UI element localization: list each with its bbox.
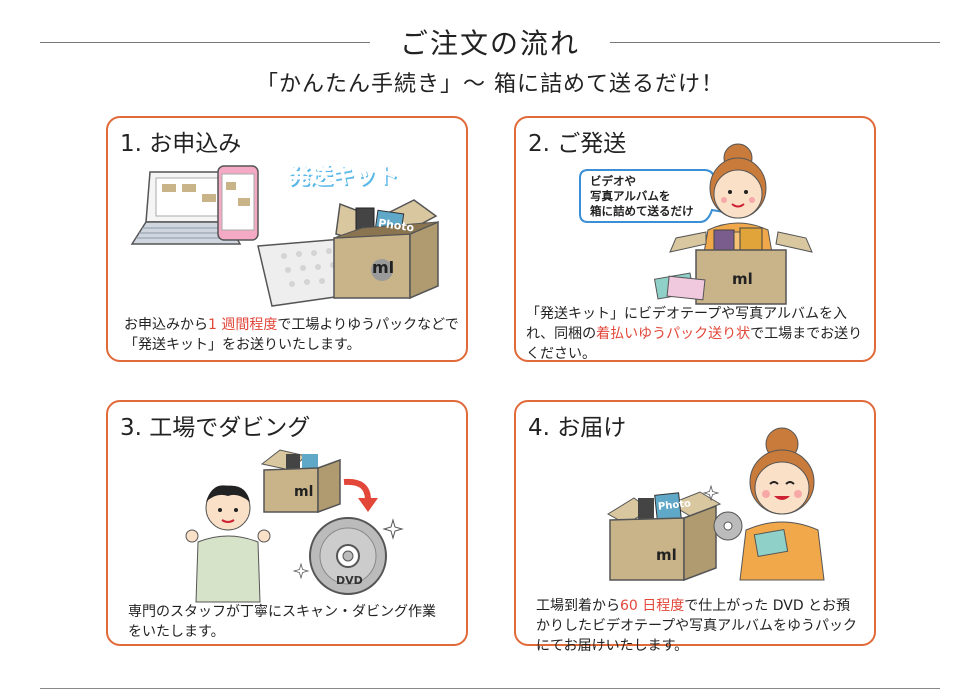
sparkle-icon	[702, 484, 720, 502]
laptop-icon	[130, 171, 242, 245]
step-title-1: 1. お申込み	[120, 131, 242, 157]
step-title-2: 2. ご発送	[528, 131, 627, 157]
speech-bubble-text: ビデオや 写真アルバムを 箱に詰めて送るだけ	[590, 174, 694, 218]
step-desc-2-pre: 「発送キット」にビデオテープや写真アルバムを入れ、同梱の	[526, 306, 848, 342]
page-title: ご注文の流れ	[399, 27, 580, 60]
title-row: ご注文の流れ	[40, 22, 940, 62]
step-card-3: 3. 工場でダビング ml DVD 専門のスタッフが丁寧にスキャン・ダビング作業…	[106, 400, 468, 646]
smartphone-icon	[217, 165, 259, 241]
sparkle-icon	[382, 518, 404, 540]
staff-man-illustration	[185, 485, 271, 603]
kit-label: 発送キット	[287, 164, 399, 190]
shipping-box-icon	[333, 199, 439, 300]
step-title-4: 4. お届け	[528, 415, 627, 441]
step-card-4: 4. お届け Photo ml 工場到着から60 日程度で仕上がった DVD と…	[514, 400, 876, 654]
box-logo-2: ml	[732, 270, 753, 288]
title-divider-right	[610, 42, 940, 43]
dvd-disc-icon	[309, 517, 387, 595]
page-subtitle: 「かんたん手続き」～ 箱に詰めて送るだけ！	[256, 72, 724, 97]
step-desc-2: 「発送キット」にビデオテープや写真アルバムを入れ、同梱の着払いゆうパック送り状で…	[526, 304, 872, 364]
step-desc-4-highlight: 60 日程度	[620, 598, 685, 614]
step-desc-4: 工場到着から60 日程度で仕上がった DVD とお預かりしたビデオテープや写真ア…	[536, 596, 864, 656]
dvd-label: DVD	[336, 574, 363, 587]
step-desc-1-post: で工場よりゆうパックなどで「発送キット」をお送りいたします。	[124, 317, 459, 353]
step-card-2: 2. ご発送 ビデオや 写真アルバムを 箱に詰めて送るだけ ml 「発送キット」…	[514, 116, 876, 362]
box-logo-3: ml	[294, 484, 314, 500]
packing-box-icon	[669, 227, 813, 305]
box-logo: ml	[372, 258, 395, 277]
step-desc-1: お申込みから1 週間程度で工場よりゆうパックなどで「発送キット」をお送りいたしま…	[124, 315, 462, 355]
woman-delivery-illustration	[713, 427, 825, 581]
step-desc-1-highlight: 1 週間程度	[208, 317, 278, 333]
step-desc-1-pre: お申込みから	[124, 317, 208, 333]
delivery-box-icon	[607, 491, 722, 582]
step-desc-2-post: で工場までお送りください。	[526, 326, 863, 362]
step-desc-4-pre: 工場到着から	[536, 598, 620, 614]
step-desc-2-highlight: 着払いゆうパック送り状	[596, 326, 751, 342]
step-desc-3: 専門のスタッフが丁寧にスキャン・ダビング作業をいたします。	[128, 604, 436, 640]
step-title-3: 3. 工場でダビング	[120, 415, 311, 441]
sparkle-icon	[292, 562, 310, 580]
step-card-1: 1. お申込み 発送キット	[106, 116, 468, 362]
bottom-divider	[40, 688, 940, 689]
step-desc-4-post: で仕上がった DVD とお預かりしたビデオテープや写真アルバムをゆうパックにてお…	[536, 598, 858, 654]
photo-albums-icon	[653, 272, 706, 301]
arrow-down-icon	[343, 478, 378, 512]
received-box-icon	[260, 449, 341, 514]
title-divider-left	[40, 42, 370, 43]
box-logo-4: ml	[656, 546, 677, 564]
